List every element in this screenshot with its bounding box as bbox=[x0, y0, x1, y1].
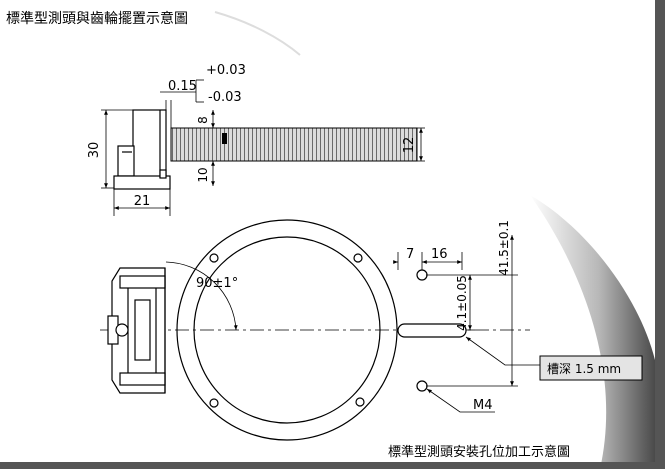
hole-spacing-x-label: 16 bbox=[431, 247, 448, 262]
slot-offset-label: 4.1±0.05 bbox=[455, 275, 469, 331]
gap-upper-tolerance: +0.03 bbox=[206, 63, 246, 78]
bottom-view bbox=[100, 219, 540, 441]
gap-nominal-label: 0.15 bbox=[168, 79, 197, 94]
sensor-head-front bbox=[107, 267, 166, 394]
ring-hole bbox=[355, 397, 365, 407]
mounting-slot bbox=[397, 323, 467, 338]
sensor-head-side bbox=[113, 109, 171, 190]
gap-lower-tolerance: -0.03 bbox=[208, 90, 242, 105]
ring-hole bbox=[353, 253, 363, 263]
bottom-diagram-title: 標準型測頭安裝孔位加工示意圖 bbox=[388, 445, 571, 460]
top-view bbox=[101, 79, 425, 216]
hole-height-label: 41.5±0.1 bbox=[497, 220, 511, 276]
hole-offset-x-label: 7 bbox=[406, 247, 414, 262]
mounting-hole-bottom bbox=[416, 380, 428, 392]
slot-depth-label: 槽深 1.5 mm bbox=[547, 362, 621, 376]
mounting-hole-top bbox=[416, 269, 428, 281]
thread-label: M4 bbox=[473, 398, 493, 413]
bottom-view-dimensions: 90±1° 7 16 41.5±0.1 4.1±0.05 M4 bbox=[196, 220, 511, 413]
lower-offset-label: 10 bbox=[196, 167, 210, 182]
gear-strip bbox=[170, 127, 418, 162]
ring-hole bbox=[209, 398, 219, 408]
slot-depth-callout: 槽深 1.5 mm bbox=[539, 355, 643, 381]
height-total-label: 30 bbox=[87, 142, 102, 159]
angle-label: 90±1° bbox=[196, 276, 238, 291]
top-view-dimensions: 0.15 +0.03 -0.03 30 8 10 12 21 bbox=[87, 63, 417, 209]
gear-thickness-label: 12 bbox=[402, 137, 417, 154]
ring-hole bbox=[209, 253, 219, 263]
base-width-label: 21 bbox=[134, 194, 151, 209]
top-diagram-title: 標準型測頭與齒輪擺置示意圖 bbox=[6, 11, 188, 27]
upper-offset-label: 8 bbox=[196, 116, 210, 124]
